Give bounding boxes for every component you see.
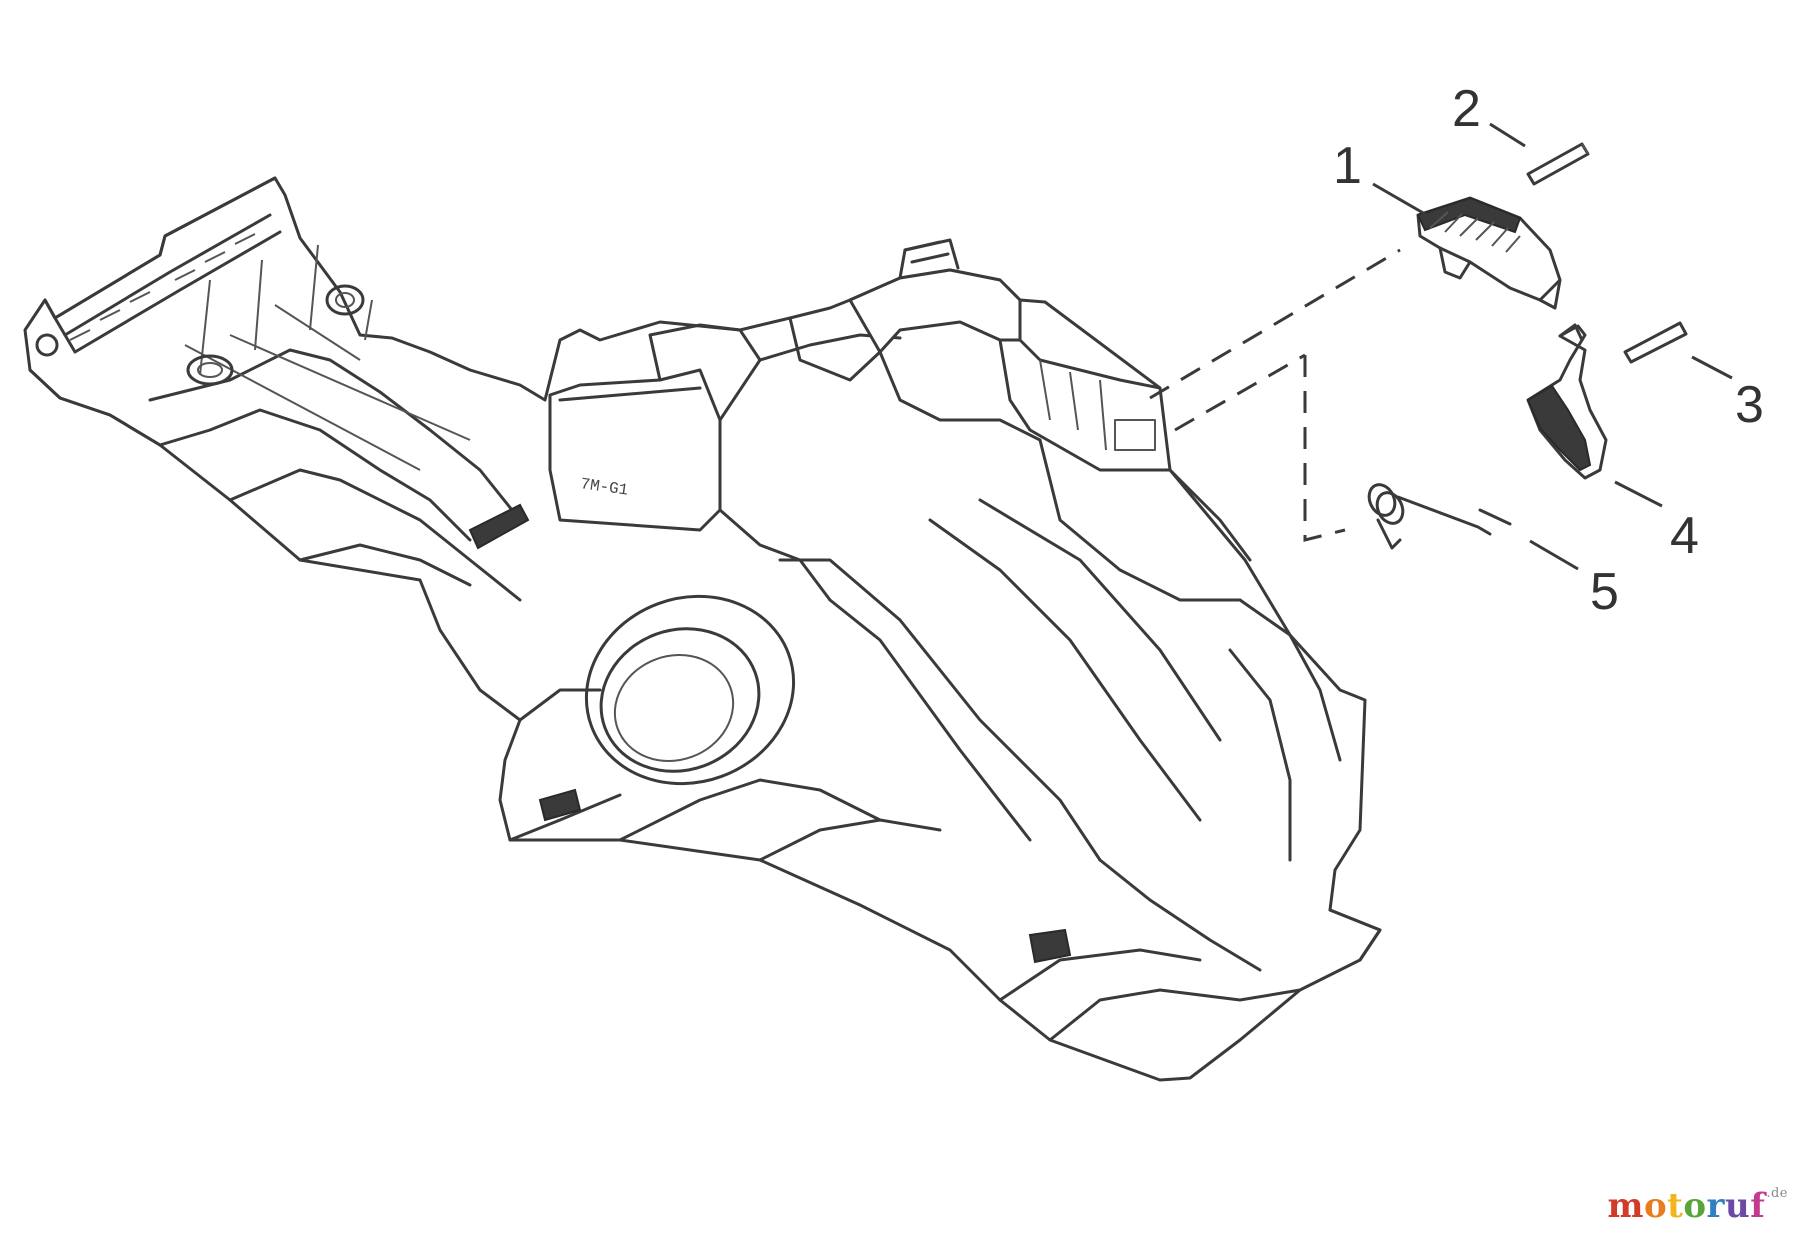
callout-4: 4 [1670, 507, 1699, 565]
wm-letter: o [1643, 1186, 1668, 1226]
part-3-pin [1623, 321, 1688, 364]
callout-1: 1 [1333, 137, 1362, 195]
wm-letter: t [1667, 1186, 1684, 1226]
wm-tld: .de [1766, 1186, 1788, 1201]
wm-letter: r [1706, 1186, 1725, 1226]
part-1-trigger-lever [1416, 196, 1562, 310]
leader-lines [1372, 122, 1733, 571]
part-5-spring [1367, 483, 1512, 550]
callout-labels: 1 2 3 4 5 [1333, 80, 1764, 621]
handle-housing: 7M-G1 [23, 176, 1382, 1082]
assembly-dashed-lines [1149, 248, 1401, 542]
wm-letter: u [1724, 1186, 1751, 1226]
callout-2: 2 [1452, 80, 1481, 138]
part-2-pin [1526, 142, 1590, 186]
callout-3: 3 [1735, 376, 1764, 434]
part-4-safety-lever [1526, 323, 1608, 480]
wm-letter: m [1607, 1186, 1644, 1226]
wm-letter: f [1750, 1186, 1766, 1226]
motoruf-watermark-logo: motoruf.de [1607, 1186, 1788, 1226]
callout-5: 5 [1590, 563, 1619, 621]
wm-letter: o [1683, 1186, 1707, 1226]
